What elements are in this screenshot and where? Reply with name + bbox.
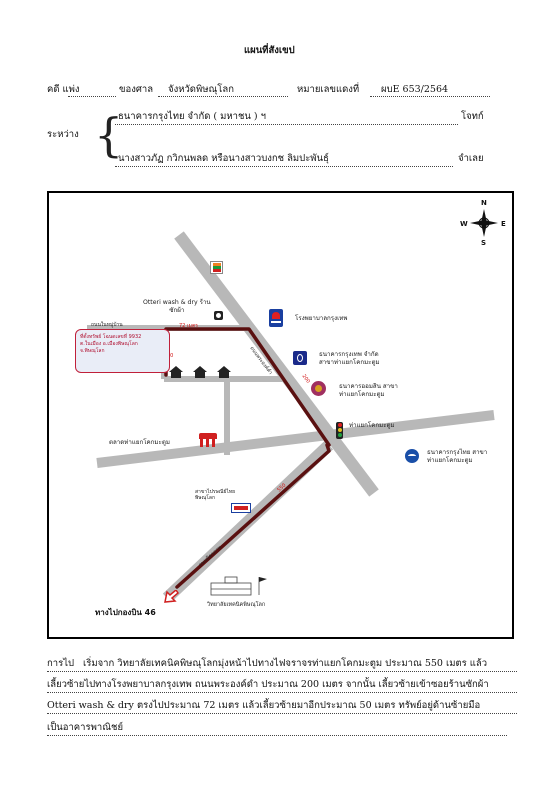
directions-line-1: เริ่มจาก วิทยาลัยเทคนิคพิษณุโลกมุ่งหน้าไ… [83,658,488,669]
houses-icon [169,366,231,378]
directions-line-4: เป็นอาคารพาณิชย์ [47,722,124,733]
directions-dots-2 [47,692,517,693]
gsb-bank-label: ธนาคารออมสิน สาขา ท่าแยกโคกมะตูม [339,383,398,398]
traffic-light-icon [336,422,343,439]
laundry-shop-label: Otteri wash & dry ร้าน ซักผ้า [143,299,211,314]
compass-n: N [481,199,487,207]
distance-72-label: 72 เมตร [179,323,198,329]
sketch-map: N S W E Otteri wash & dry ร้าน ซักผ้า ถน… [47,191,514,639]
plaintiff-role: โจทก์ [461,111,484,122]
case-number-dots [370,96,490,97]
plaintiff-dots [115,124,458,125]
plaintiff-name: ธนาคารกรุงไทย จำกัด ( มหาชน ) ฯ [118,111,266,122]
defendant-name: นางสาวภัฏ กวิกนพลด หรือนางสาวบงกช ลิมปะพ… [118,153,329,164]
directions-dots-1 [47,671,517,672]
court-name: จังหวัดพิษณุโลก [168,84,234,95]
washing-machine-icon [214,311,223,320]
post-office-label: สาขาไปรษณีย์ไทย พิษณุโลก [195,489,236,502]
case-number: ผบE 653/2564 [381,84,449,95]
compass-rose-icon [470,209,498,237]
road-network [87,231,495,603]
village-road-label: ถนนในหมู่บ้าน [91,322,123,328]
directions-line-3: Otteri wash & dry ตรงไปประมาณ 72 เมตร แล… [47,700,481,711]
compass-e: E [501,220,506,228]
bangkok-bank-label: ธนาคารกรุงเทพ จำกัด สาขาท่าแยกโคกมะตูม [319,351,380,366]
ktb-bank-label: ธนาคารกรุงไทย สาขา ท่าแยกโคกมะตูม [427,449,488,464]
compass-s: S [481,239,487,247]
case-number-label: หมายเลขแดงที่ [297,84,360,95]
seven-eleven-icon [210,261,223,274]
road-phra-ong-dam [174,231,379,497]
brace: { [94,108,124,162]
junction-label: ท่าแยกโคกมะตูม [349,422,395,429]
college-building-icon [210,576,267,596]
property-note-text: ที่ตั้งทรัพย์ โฉนดเลขที่ 9932 ต.ในเมือง … [80,334,142,354]
case-label: คดี แพ่ง [47,84,80,95]
directions-dots-4 [47,735,507,736]
page-title: แผนที่สังเขป [244,45,295,56]
gsb-bank-icon [311,381,326,396]
court-dots [158,96,288,97]
directions-line-2: เลี้ยวซ้ายไปทางโรงพยาบาลกรุงเทพ ถนนพระอง… [47,679,489,690]
compass-w: W [460,220,468,228]
hospital-icon [269,309,283,327]
directions-label: การไป [47,658,74,669]
arrow-down-left-icon [164,590,179,603]
directions-dots-3 [47,713,517,714]
defendant-dots [115,166,453,167]
ktb-bank-icon [405,449,419,463]
hospital-label: โรงพยาบาลกรุงเทพ [295,315,348,322]
property-note-box: ที่ตั้งทรัพย์ โฉนดเลขที่ 9932 ต.ในเมือง … [75,329,170,373]
case-dots [68,96,116,97]
post-office-icon [231,503,251,513]
to-wing-46-label: ทางไปกองบิน 46 [95,608,156,617]
market-icon [199,433,217,447]
defendant-role: จำเลย [458,153,484,164]
college-label: วิทยาลัยเทคนิคพิษณุโลก [207,602,266,608]
court-label: ของศาล [119,84,154,95]
road-horizontal [96,410,495,468]
distance-50-label: 50 [167,353,174,359]
bangkok-bank-icon [293,351,307,365]
market-label: ตลาดท่าแยกโคกมะตูม [109,439,170,446]
between-label: ระหว่าง [47,129,79,140]
